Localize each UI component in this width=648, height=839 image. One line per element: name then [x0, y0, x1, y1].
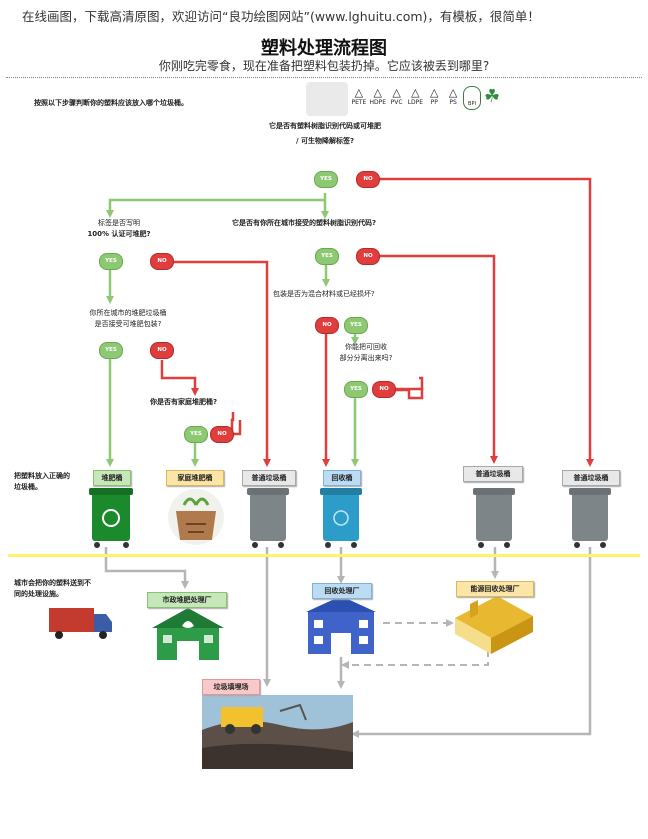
question-certified: 标签是否写明 100% 认证可堆肥?	[74, 218, 164, 240]
question-resin-code-line1: 它是否有塑料树脂识别代码或可堆肥	[269, 122, 381, 130]
question-certified-line1: 标签是否写明	[98, 219, 140, 227]
facility-label-recycle: 回收处理厂	[312, 583, 372, 599]
question-mixed-material: 包装是否为混合材料或已经损坏?	[273, 290, 375, 298]
landfill-image	[202, 695, 353, 769]
compost-plant-icon	[152, 608, 224, 660]
general-bin-1	[247, 488, 289, 548]
resin-code-4: △LDPE	[407, 86, 424, 106]
yes-pill-q4: YES	[99, 342, 123, 359]
question-city-compost: 你所在城市的堆肥垃圾桶 是否接受可堆肥包装?	[78, 308, 178, 330]
bpi-logo: BPI	[463, 86, 481, 110]
site-banner: 在线画图，下载高清原图，欢迎访问“良功绘图网站”(www.lghuitu.com…	[22, 9, 540, 24]
yes-pill-q7: YES	[184, 426, 208, 443]
facility-label-compost: 市政堆肥处理厂	[147, 592, 227, 608]
page-title: 塑料处理流程图	[261, 38, 387, 59]
yes-pill-q5: YES	[344, 317, 368, 334]
resin-code-6: △PS	[448, 86, 458, 106]
dashed-arrows	[341, 619, 489, 669]
energy-plant-icon	[455, 596, 533, 654]
question-city-compost-line1: 你所在城市的堆肥垃圾桶	[89, 309, 167, 317]
resin-codes: △PETE △HDPE △PVC △LDPE △PP △PS	[350, 86, 462, 112]
general-bin-2	[473, 488, 515, 548]
question-home-compost: 你是否有家庭堆肥桶?	[150, 398, 218, 406]
yes-arrows	[106, 193, 359, 467]
step-send-text: 城市会把你的塑料送到不同的处理设施。	[14, 579, 91, 598]
bin-label-home-compost: 家庭堆肥桶	[166, 470, 224, 486]
intro-text: 按照以下步骤判断你的塑料应该放入哪个垃圾桶。	[34, 99, 188, 107]
bin-label-general-2: 普通垃圾桶	[463, 466, 523, 482]
resin-code-3: △PVC	[390, 86, 403, 106]
step-put-text: 把塑料放入正确的垃圾桶。	[14, 472, 70, 491]
resin-code-5: △PP	[429, 86, 439, 106]
no-pill-q2: NO	[150, 253, 174, 270]
question-resin-code-line2: / 可生物降解标签?	[295, 137, 355, 145]
divider	[6, 77, 642, 78]
yes-pill-q2: YES	[99, 253, 123, 270]
truck-icon	[49, 608, 112, 639]
resin-name-3: PVC	[390, 99, 403, 106]
question-certified-line2: 100% 认证可堆肥?	[87, 230, 151, 238]
no-pill-q5: NO	[315, 317, 339, 334]
home-compost-bin	[168, 489, 224, 545]
resin-name-5: PP	[430, 99, 438, 106]
no-pill-q6: NO	[372, 381, 396, 398]
resin-code-2: △HDPE	[369, 86, 387, 106]
bin-label-general-1: 普通垃圾桶	[242, 470, 296, 486]
no-pill-q7: NO	[210, 426, 234, 443]
no-pill-q4: NO	[150, 342, 174, 359]
no-pill-q1: NO	[356, 171, 380, 188]
resin-name-4: LDPE	[407, 99, 424, 106]
yes-pill-q3: YES	[315, 248, 339, 265]
gray-arrows	[104, 547, 592, 738]
facility-label-energy: 能源回收处理厂	[456, 581, 534, 597]
divider-line	[8, 554, 640, 557]
recycle-bin	[320, 488, 362, 548]
bin-label-recycle: 回收桶	[323, 470, 361, 486]
compost-bin	[89, 488, 133, 548]
bin-label-compost: 堆肥桶	[93, 470, 131, 486]
resin-name-6: PS	[449, 99, 457, 106]
compostable-leaf-icon: ☘	[484, 86, 501, 107]
general-bin-3	[569, 488, 611, 548]
question-city-code: 它是否有你所在城市接受的塑料树脂识别代码?	[232, 219, 377, 227]
question-separate-line1: 你能把可回收	[345, 343, 387, 351]
question-separate: 你能把可回收 部分分离出来吗?	[322, 342, 410, 364]
facility-label-landfill: 垃圾填埋场	[202, 679, 260, 695]
bin-label-general-3: 普通垃圾桶	[562, 470, 620, 486]
question-separate-line2: 部分分离出来吗?	[339, 354, 393, 362]
page-subtitle: 你刚吃完零食，现在准备把塑料包装扔掉。它应该被丢到哪里?	[158, 59, 490, 73]
no-arrows	[160, 177, 594, 467]
question-city-compost-line2: 是否接受可堆肥包装?	[94, 320, 162, 328]
packaging-image	[306, 82, 348, 116]
yes-pill-q6: YES	[344, 381, 368, 398]
recycle-plant-icon	[306, 596, 376, 654]
question-resin-code: 它是否有塑料树脂识别代码或可堆肥 / 可生物降解标签?	[230, 121, 420, 147]
resin-name-1: PETE	[351, 99, 367, 106]
yes-pill-q1: YES	[314, 171, 338, 188]
resin-name-2: HDPE	[369, 99, 387, 106]
resin-code-1: △PETE	[351, 86, 367, 106]
no-pill-q3: NO	[356, 248, 380, 265]
